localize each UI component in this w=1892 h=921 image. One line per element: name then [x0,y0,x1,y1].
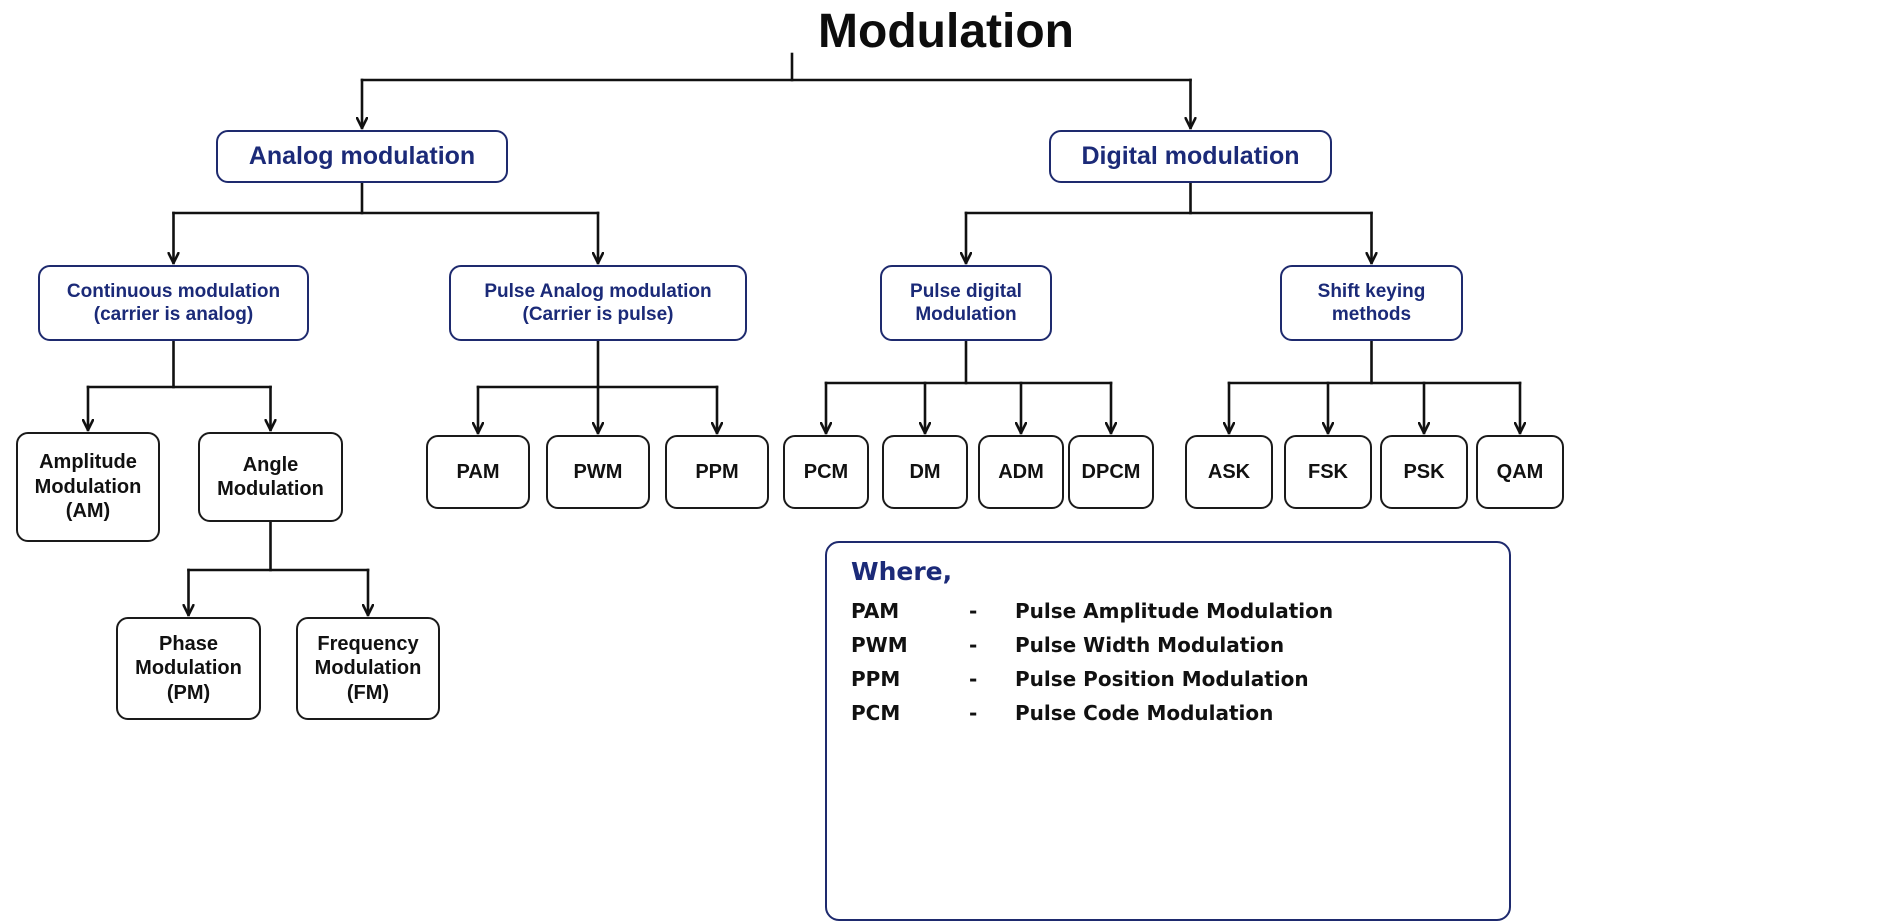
node-dpcm: DPCM [1068,435,1154,509]
node-pcm: PCM [783,435,869,509]
legend-desc: Pulse Position Modulation [1015,667,1309,691]
node-label-line: Modulation [217,478,324,500]
node-label-line: DPCM [1081,460,1141,483]
legend-title: Where, [851,557,953,586]
legend-sep: - [969,633,978,657]
node-label-line: Modulation [135,657,242,680]
node-label-line: (PM) [166,681,211,704]
node-ppm: PPM [665,435,769,509]
node-label-line: (FM) [346,681,390,704]
node-label-line: Frequency [317,632,419,655]
legend-sep: - [969,599,978,623]
legend-desc: Pulse Amplitude Modulation [1015,599,1334,623]
node-label-line: Phase [159,632,218,655]
node-label-line: FSK [1308,460,1348,483]
node-label-line: (Carrier is pulse) [522,304,674,325]
node-label-line: Modulation [314,657,422,680]
node-pwm: PWM [546,435,650,509]
modulation-tree-diagram: Modulation Analog modulation Digital modu… [0,5,1892,921]
node-fsk: FSK [1284,435,1372,509]
legend-abbr: PAM [851,599,900,623]
node-analog: Analog modulation [216,130,508,183]
node-label-line: methods [1331,304,1412,325]
node-label-line: PCM [803,460,849,483]
node-label-line: Shift keying [1317,280,1426,302]
node-label-line: Digital modulation [1081,142,1300,171]
node-label-line: (AM) [65,500,111,523]
node-label-line: Angle [242,453,299,476]
node-label-line: PAM [456,460,500,483]
connector-lines [0,52,1892,617]
node-label-line: ADM [998,460,1044,483]
node-label-line: (carrier is analog) [93,304,254,325]
legend-desc: Pulse Width Modulation [1015,633,1285,657]
node-pam: PAM [426,435,530,509]
node-label-line: Modulation [915,304,1017,325]
diagram-title: Modulation [818,5,1074,58]
node-label-line: Analog modulation [248,142,476,171]
node-label-line: PSK [1403,460,1445,483]
node-label-line: PPM [695,460,739,483]
node-label-line: QAM [1496,460,1544,483]
legend-sep: - [969,667,978,691]
node-digital: Digital modulation [1049,130,1332,183]
legend-row: PWM - Pulse Width Modulation [851,628,1509,662]
legend-abbr: PCM [851,701,901,725]
node-label-line: Modulation [34,475,142,498]
legend-desc: Pulse Code Modulation [1015,701,1274,725]
node-continuous: Continuous modulation(carrier is analog) [38,265,309,341]
node-dm: DM [882,435,968,509]
legend-row: PPM - Pulse Position Modulation [851,662,1509,696]
node-label-line: DM [909,460,941,483]
node-ask: ASK [1185,435,1273,509]
legend-row: PAM - Pulse Amplitude Modulation [851,594,1509,628]
node-label-line: Pulse Analog modulation [484,280,712,302]
node-pulse-analog: Pulse Analog modulation(Carrier is pulse… [449,265,747,341]
node-label-line: Continuous modulation [66,280,281,302]
legend-abbr: PWM [851,633,908,657]
node-label-line: Pulse digital [910,280,1022,302]
node-qam: QAM [1476,435,1564,509]
node-label-line: PWM [573,460,623,483]
node-label-line: Amplitude [39,451,137,474]
node-psk: PSK [1380,435,1468,509]
node-adm: ADM [978,435,1064,509]
legend-row: PCM - Pulse Code Modulation [851,696,1509,730]
legend-sep: - [969,701,978,725]
legend-abbr: PPM [851,667,901,691]
node-label-line: ASK [1207,460,1251,483]
